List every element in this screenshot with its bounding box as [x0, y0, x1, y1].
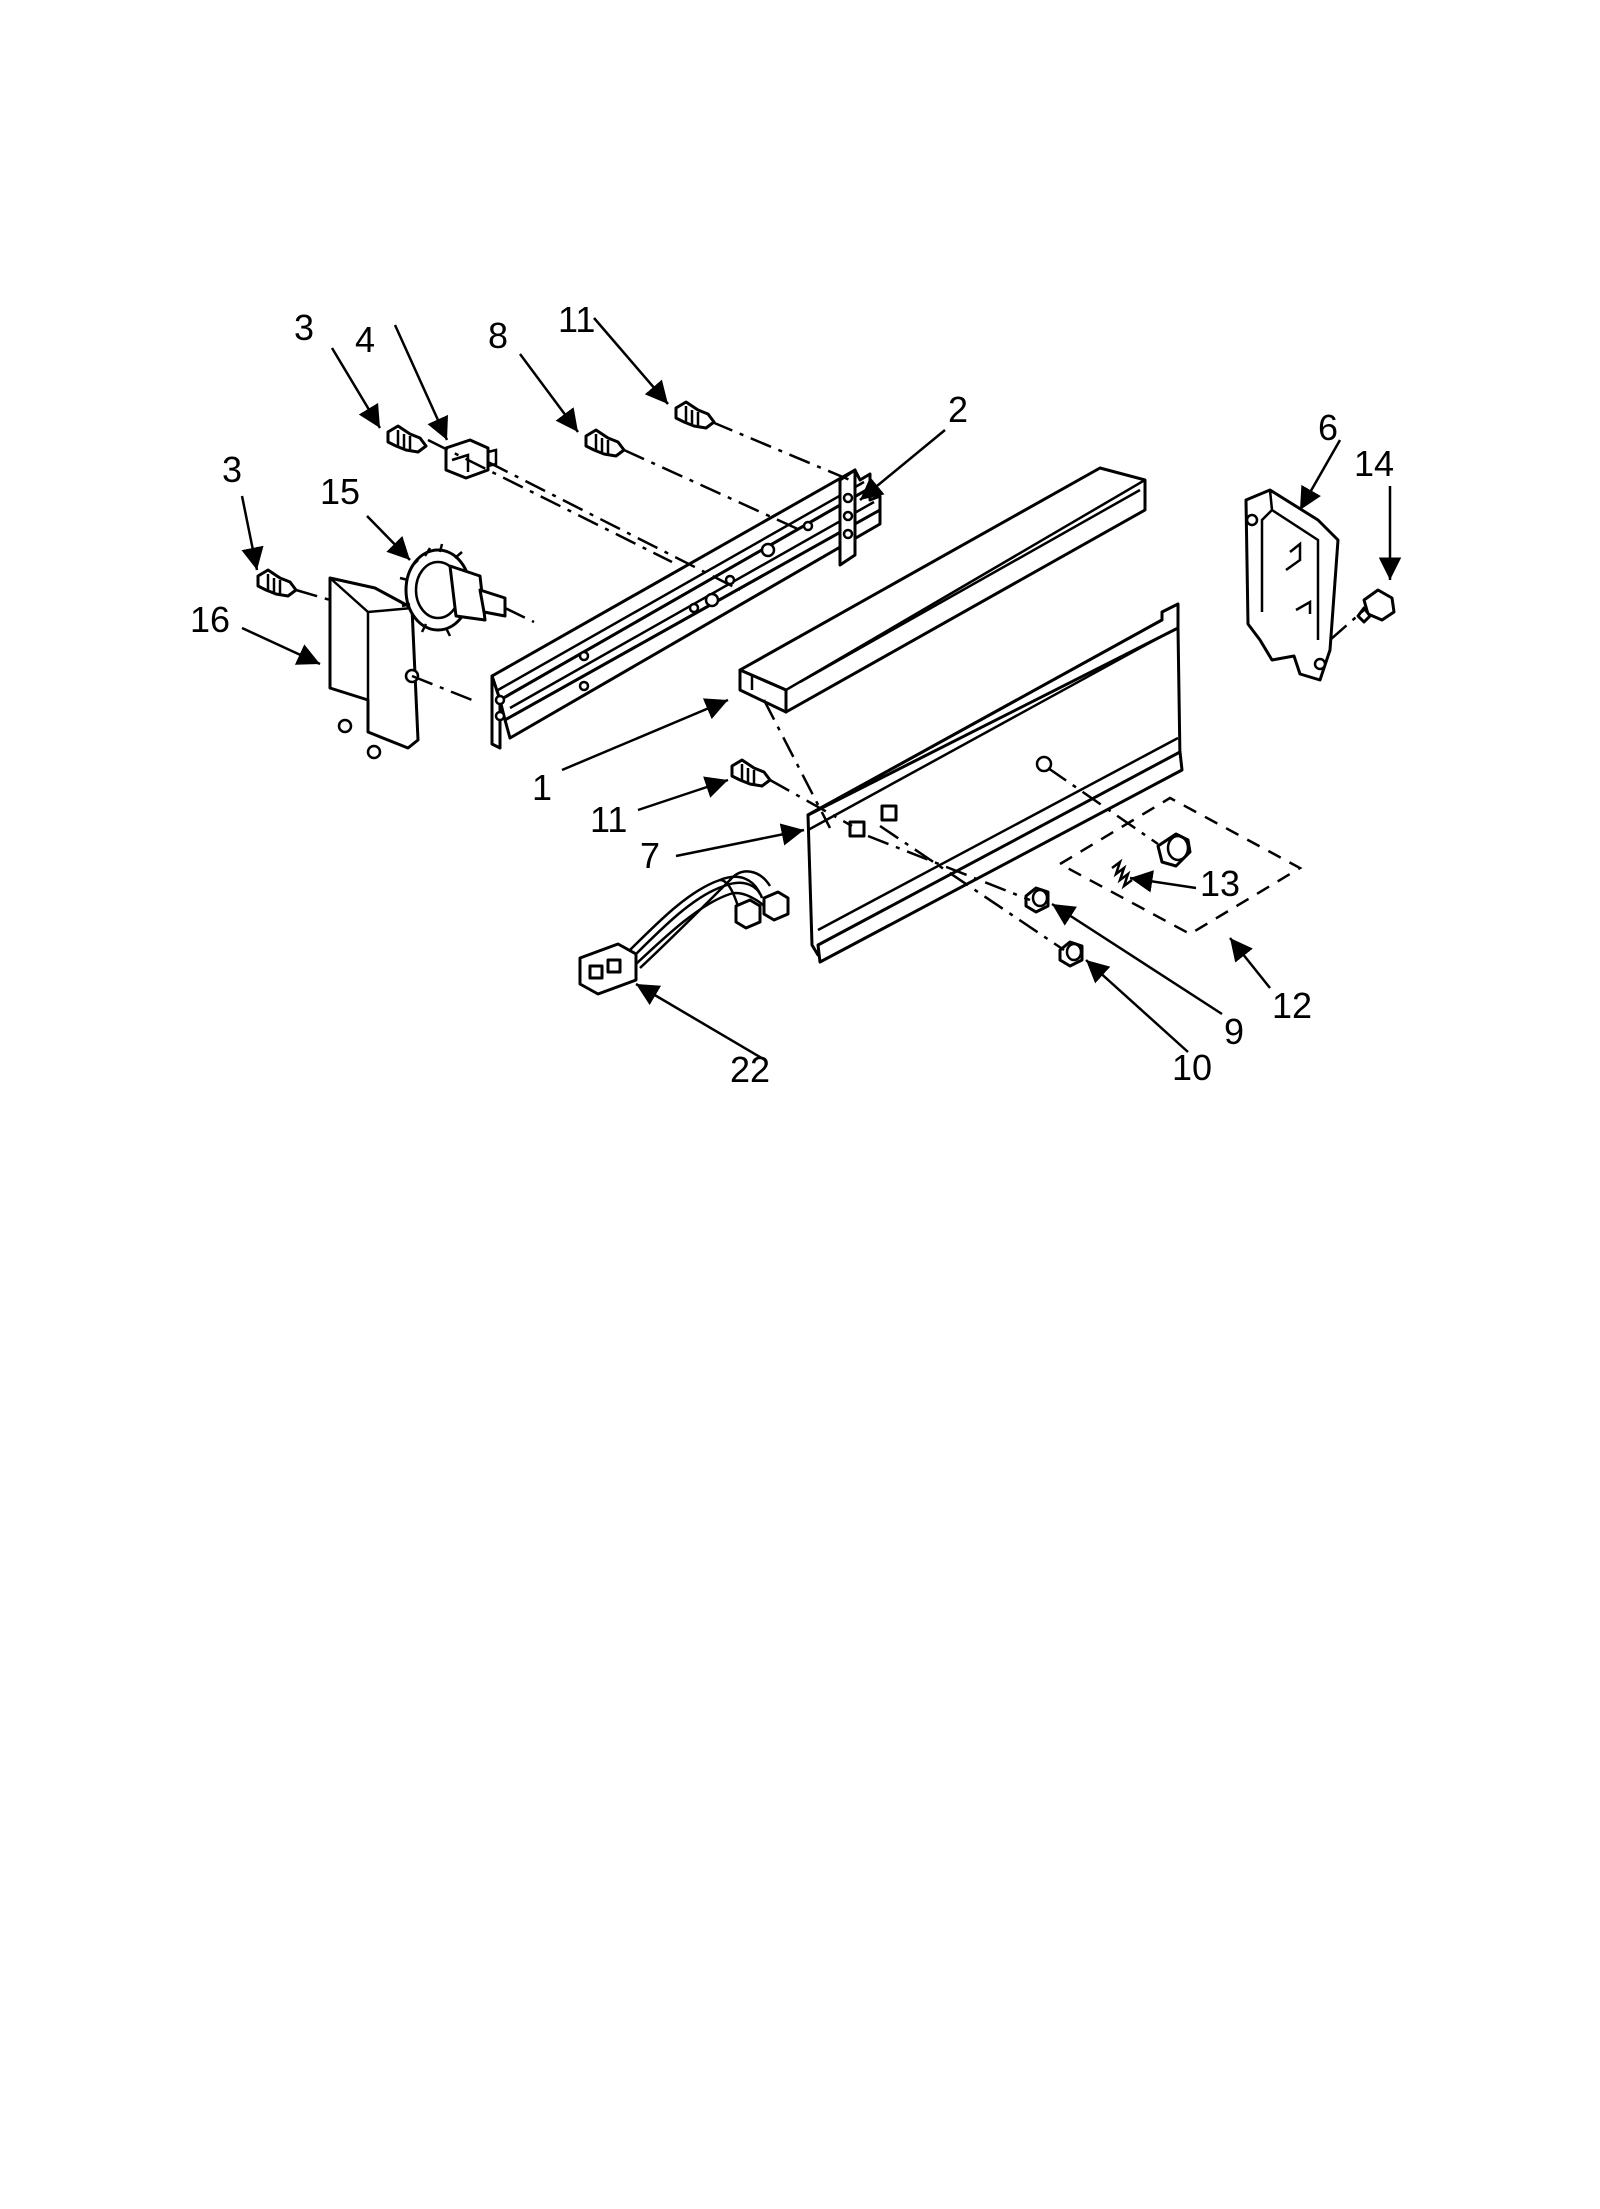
callout-8: 8 — [488, 315, 508, 356]
bracket-end-part-2 — [838, 468, 857, 567]
callout-6: 6 — [1318, 407, 1338, 448]
callout-13: 13 — [1200, 863, 1240, 904]
screw-part-14 — [1356, 588, 1396, 624]
callout-3-upper: 3 — [294, 307, 314, 348]
screw-part-8 — [584, 428, 626, 458]
screw-part-3-upper — [386, 424, 428, 454]
callout-1: 1 — [532, 767, 552, 808]
callout-22: 22 — [730, 1049, 770, 1090]
callout-7: 7 — [640, 835, 660, 876]
wire-harness-part-22 — [578, 870, 790, 996]
callout-11-upper: 11 — [558, 299, 595, 340]
screw-part-11-lower — [730, 758, 772, 788]
spring-part-13 — [1111, 858, 1133, 890]
callout-labels: 4 3 8 11 2 3 15 16 1 11 7 6 14 13 12 9 1… — [190, 299, 1394, 1090]
callout-16: 16 — [190, 599, 230, 640]
top-trim-channel — [738, 466, 1147, 714]
callout-3-lower: 3 — [222, 449, 242, 490]
control-panel-part-7 — [806, 602, 1184, 964]
left-end-cap-part-16 — [328, 576, 420, 760]
callout-2: 2 — [948, 389, 968, 430]
callout-9: 9 — [1224, 1011, 1244, 1052]
callout-15: 15 — [320, 471, 360, 512]
right-end-cap-part-6 — [1244, 488, 1340, 682]
screw-part-11-upper — [674, 400, 716, 430]
screw-part-3-lower — [256, 568, 298, 598]
callout-10: 10 — [1172, 1047, 1212, 1088]
button-part-10 — [1058, 940, 1084, 968]
callout-4: 4 — [355, 319, 375, 360]
button-part-9 — [1024, 886, 1050, 914]
callout-14: 14 — [1354, 443, 1394, 484]
light-assembly-group-12 — [1057, 796, 1303, 936]
rear-channel-part-1 — [490, 468, 882, 750]
callout-12: 12 — [1272, 985, 1312, 1026]
callout-11-lower: 11 — [590, 799, 627, 840]
rotary-switch-part-15 — [399, 543, 507, 637]
clip-part-4 — [444, 438, 498, 480]
assembly-lines — [295, 420, 1365, 952]
leader-arrows — [240, 317, 1402, 1062]
